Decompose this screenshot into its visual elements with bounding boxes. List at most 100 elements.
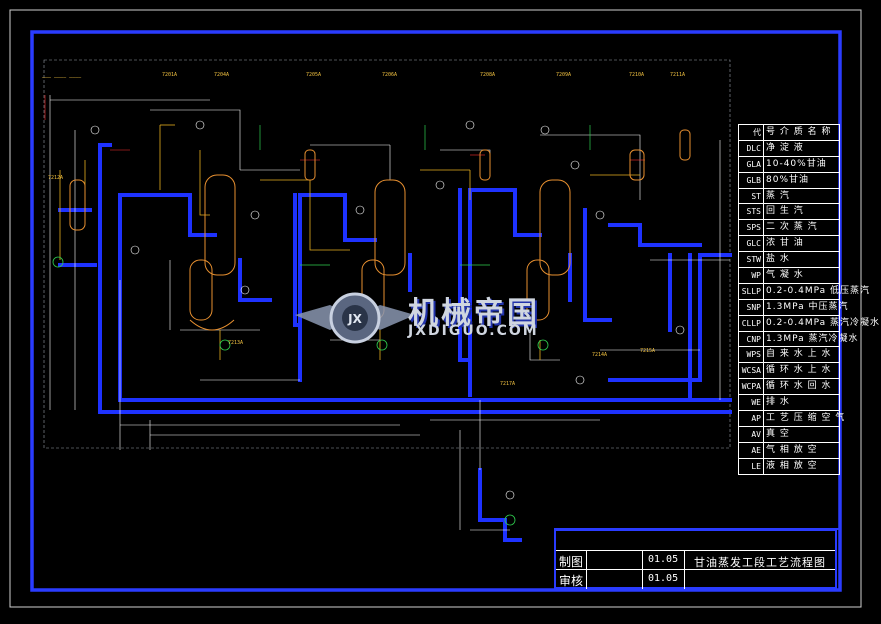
legend-desc: 排 水 bbox=[763, 394, 840, 412]
legend-desc: 液 相 放 空 bbox=[763, 457, 840, 475]
thick-pipelines bbox=[58, 143, 732, 542]
watermark-logo: JX bbox=[295, 292, 415, 344]
legend-desc: 0.2-0.4MPa 低压蒸汽 bbox=[763, 282, 869, 300]
equipment-tag: 7206A bbox=[382, 72, 398, 78]
equipment-tag: 7205A bbox=[306, 72, 322, 78]
yellow-lines bbox=[59, 124, 640, 360]
review-label: 审核 bbox=[559, 574, 584, 588]
legend-desc: 二 次 蒸 汽 bbox=[763, 219, 840, 237]
drawn-by-label: 制图 bbox=[559, 555, 584, 569]
legend-code: ST bbox=[738, 187, 764, 205]
legend-desc: 循 环 水 上 水 bbox=[763, 362, 840, 380]
legend-code: CNP bbox=[738, 330, 764, 348]
legend-code: LE bbox=[738, 457, 764, 475]
legend-code: GLA bbox=[738, 155, 764, 173]
green-lines bbox=[259, 125, 591, 266]
legend-code: GLC bbox=[738, 235, 764, 253]
legend-code: AE bbox=[738, 441, 764, 459]
legend-desc: 10-40%甘油 bbox=[763, 155, 840, 173]
legend-desc: 80%甘油 bbox=[763, 171, 840, 189]
legend-desc: 号 介 质 名 称 bbox=[763, 124, 840, 141]
legend-code: STW bbox=[738, 251, 764, 269]
legend-desc: 工 艺 压 缩 空 气 bbox=[763, 410, 844, 427]
drawing-frame bbox=[30, 30, 842, 592]
thin-pipelines bbox=[49, 95, 730, 531]
outer-border bbox=[9, 9, 862, 608]
equipment-tag: 7214A bbox=[592, 352, 608, 358]
legend-desc: 蒸 汽 bbox=[763, 187, 840, 205]
legend-code: WP bbox=[738, 267, 764, 284]
legend-code: SPS bbox=[738, 219, 764, 237]
legend-code: 代 bbox=[738, 124, 764, 141]
review-date: 01.05 bbox=[648, 573, 679, 584]
legend-header-row: 代 号 介 质 名 称 bbox=[738, 124, 840, 141]
equipment-tag: 7211A bbox=[670, 72, 686, 78]
legend-desc: 气 凝 水 bbox=[763, 267, 840, 284]
equipment-tag: 7212A bbox=[48, 175, 64, 181]
legend-desc: 1.3MPa 蒸汽冷凝水 bbox=[763, 330, 857, 348]
title-block-row: 审核 01.05 bbox=[556, 569, 835, 589]
legend-code: AV bbox=[738, 425, 764, 443]
watermark-url: JXDIGUO.COM bbox=[408, 323, 539, 339]
equipment-tag: 7213A bbox=[228, 340, 244, 346]
legend-desc: 真 空 bbox=[763, 425, 840, 443]
instrument-bubbles bbox=[90, 120, 685, 500]
equipment-tag: 7215A bbox=[640, 348, 656, 354]
legend-code: STS bbox=[738, 203, 764, 221]
legend-code: GLB bbox=[738, 171, 764, 189]
legend-desc: 盐 水 bbox=[763, 251, 840, 269]
equipment-tag: 7217A bbox=[500, 381, 516, 387]
equipment-tag: 7204A bbox=[214, 72, 230, 78]
legend-code: SNP bbox=[738, 298, 764, 316]
equipment-tag: ——— ———— ———— bbox=[42, 75, 82, 81]
equipment-tag: 7210A bbox=[629, 72, 645, 78]
legend-code: SLLP bbox=[738, 282, 764, 300]
title-block: 制图 01.05 审核 01.05 甘油蒸发工段工艺流程图 bbox=[554, 529, 837, 589]
pumps bbox=[52, 256, 549, 526]
legend-desc: 回 生 汽 bbox=[763, 203, 840, 221]
drawn-date: 01.05 bbox=[648, 554, 679, 565]
inner-frame bbox=[43, 59, 731, 449]
legend-desc: 循 环 水 回 水 bbox=[763, 378, 840, 396]
legend-code: WPS bbox=[738, 346, 764, 364]
title-block-row: 制图 01.05 bbox=[556, 550, 835, 570]
legend-desc: 浓 甘 油 bbox=[763, 235, 840, 253]
red-lines bbox=[44, 95, 645, 161]
equipment-tag: 7209A bbox=[556, 72, 572, 78]
watermark-logo-text: JX bbox=[347, 312, 362, 326]
legend-code: AP bbox=[738, 410, 764, 427]
watermark-title: 机械帝国 bbox=[408, 296, 540, 331]
legend-code: WE bbox=[738, 394, 764, 412]
equipment-tag: 7201A bbox=[162, 72, 178, 78]
equipment-tag: 7208A bbox=[480, 72, 496, 78]
legend-code: WCPA bbox=[738, 378, 764, 396]
legend-code: DLC bbox=[738, 139, 764, 157]
legend-code: WCSA bbox=[738, 362, 764, 380]
evaporator-vessels bbox=[69, 129, 691, 331]
legend-desc: 净 淀 液 bbox=[763, 139, 840, 157]
legend-desc: 气 相 放 空 bbox=[763, 441, 840, 459]
drawing-title: 甘油蒸发工段工艺流程图 bbox=[694, 556, 826, 569]
legend-desc: 1.3MPa 中压蒸汽 bbox=[763, 298, 847, 316]
legend-code: CLLP bbox=[738, 314, 764, 332]
